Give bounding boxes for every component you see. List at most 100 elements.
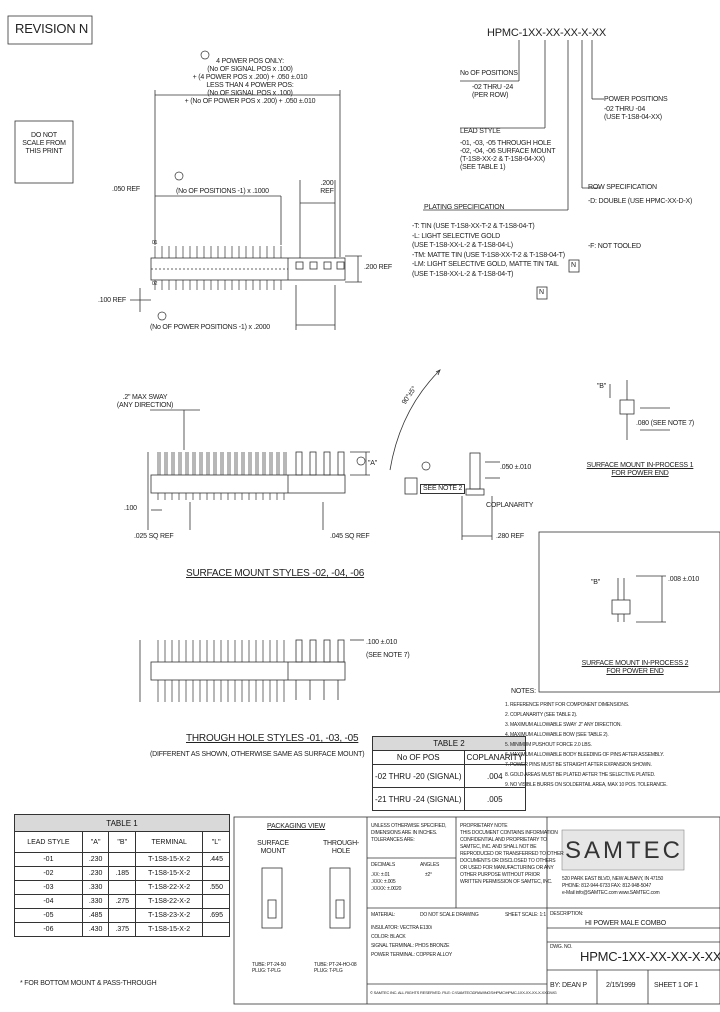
table1-header: TERMINAL bbox=[135, 831, 204, 853]
no-positions-value: -02 THRU -24 (PER ROW) bbox=[472, 84, 514, 99]
table-1: TABLE 1 LEAD STYLE "A" "B" TERMINAL "L" … bbox=[14, 814, 230, 937]
sq-025-ref: .025 SQ REF bbox=[134, 533, 174, 540]
side-view-body bbox=[150, 474, 346, 494]
table1-header: "B" bbox=[108, 831, 137, 853]
power-pitch-dimension: (No OF POWER POSITIONS -1) x .2000 bbox=[150, 324, 271, 331]
material-label: MATERIAL: bbox=[371, 912, 396, 918]
copyright: © SAMTEC INC. ALL RIGHTS RESERVED. FILE:… bbox=[370, 990, 557, 995]
power-positions-label: POWER POSITIONS bbox=[604, 96, 668, 103]
dwg-no: HPMC-1XX-XX-XX-X-XX bbox=[580, 949, 720, 964]
table1-cell: -03 bbox=[14, 880, 83, 895]
process2-dim: .008 ±.010 bbox=[668, 576, 700, 583]
table1-cell bbox=[202, 894, 230, 909]
table1-cell: .275 bbox=[108, 894, 137, 909]
do-not-scale-note: DO NOT SCALE FROM THIS PRINT bbox=[22, 132, 66, 155]
table2-header: No OF POS bbox=[372, 750, 465, 765]
table1-cell: .185 bbox=[108, 866, 137, 881]
notes-title: NOTES: bbox=[511, 688, 536, 695]
lead-style-label: LEAD STYLE bbox=[460, 128, 501, 135]
table2-cell: -21 THRU -24 (SIGNAL) bbox=[372, 787, 465, 811]
table1-cell: T-1S8-15-X-2 bbox=[135, 852, 204, 867]
packaging-title: PACKAGING VIEW bbox=[267, 823, 326, 830]
sheet-number: SHEET 1 OF 1 bbox=[654, 982, 699, 989]
rev-flag-1: N bbox=[571, 262, 576, 269]
table1-cell bbox=[108, 908, 137, 923]
table1-cell: T-1S8-23-X-2 bbox=[135, 908, 204, 923]
table1-header: "A" bbox=[81, 831, 110, 853]
packaging-sm-label: SURFACE MOUNT bbox=[257, 840, 289, 855]
ref-280: .280 REF bbox=[496, 533, 524, 540]
description: HI POWER MALE COMBO bbox=[585, 920, 666, 927]
table1-cell: T-1S8-22-X-2 bbox=[135, 894, 204, 909]
material-spec: INSULATOR: VECTRA E130i COLOR: BLACK SIG… bbox=[371, 925, 452, 958]
table2-title: TABLE 2 bbox=[371, 736, 527, 751]
table1-cell: .445 bbox=[202, 852, 230, 867]
table1-cell: T-1S8-15-X-2 bbox=[135, 866, 204, 881]
through-hole-title: THROUGH HOLE STYLES -01, -03, -05 bbox=[186, 733, 359, 744]
table2-cell: -02 THRU -20 (SIGNAL) bbox=[372, 764, 465, 788]
table1-cell: .230 bbox=[81, 866, 110, 881]
table1-footnote: * FOR BOTTOM MOUNT & PASS-THROUGH bbox=[20, 980, 157, 987]
table1-cell: .485 bbox=[81, 908, 110, 923]
part-number-header: HPMC-1XX-XX-XX-X-XX bbox=[487, 27, 607, 39]
dim-050: .050 ±.010 bbox=[500, 464, 532, 471]
table1-cell: .550 bbox=[202, 880, 230, 895]
not-tooled-note: -F: NOT TOOLED bbox=[588, 243, 641, 250]
power-positions-value: -02 THRU -04 (USE T-1S8-04-XX) bbox=[604, 106, 662, 121]
notes-list: 1. REFERENCE PRINT FOR COMPONENT DIMENSI… bbox=[505, 702, 717, 788]
note-item: 4. MAXIMUM ALLOWABLE BOW (SEE TABLE 2). bbox=[505, 732, 609, 738]
sheet-scale: SHEET SCALE: 1:1 bbox=[505, 912, 546, 918]
table1-cell: -05 bbox=[14, 908, 83, 923]
dim-200-ref: .200 REF bbox=[364, 264, 392, 271]
dim-200-top: .200 REF bbox=[320, 180, 334, 195]
note-item: 9. NO VISIBLE BURRS ON SOLDERTAIL AREA, … bbox=[505, 782, 668, 788]
through-dim: .100 ±.010 (SEE NOTE 7) bbox=[366, 639, 410, 659]
row-spec-label: ROW SPECIFICATION bbox=[588, 184, 657, 191]
tolerance-angle-value: ±2° bbox=[425, 872, 432, 878]
note-item: 7. POWER PINS MUST BE STRAIGHT AFTER EXP… bbox=[505, 762, 652, 768]
revision-box bbox=[7, 15, 93, 45]
length-formula: 4 POWER POS ONLY: (No OF SIGNAL POS x .1… bbox=[184, 58, 316, 105]
table2-cell: .005 bbox=[463, 787, 527, 811]
table-2: TABLE 2 No OF POS COPLANARITY -02 THRU -… bbox=[371, 736, 527, 811]
table1-header: "L" bbox=[202, 831, 230, 853]
pitch-dimension: (No OF POSITIONS -1) x .1000 bbox=[176, 188, 269, 195]
table1-cell bbox=[108, 852, 137, 867]
samtec-address: 520 PARK EAST BLVD, NEW ALBANY, IN 47150… bbox=[562, 876, 664, 896]
table1-cell bbox=[108, 880, 137, 895]
do-not-scale-box bbox=[14, 120, 74, 184]
proprietary-note: PROPRIETARY NOTE THIS DOCUMENT CONTAINS … bbox=[460, 823, 564, 885]
through-hole-subtitle: (DIFFERENT AS SHOWN, OTHERWISE SAME AS S… bbox=[150, 751, 365, 758]
plating-value: -T: TIN (USE T-1S8-XX-T-2 & T-1S8-04-T) … bbox=[412, 223, 565, 278]
tolerance-header: UNLESS OTHERWISE SPECIFIED, DIMENSIONS A… bbox=[371, 823, 447, 843]
note-item: 2. COPLANARITY (SEE TABLE 2). bbox=[505, 712, 578, 718]
pin-2-label: 02 bbox=[152, 281, 158, 287]
do-not-scale-drawing: DO NOT SCALE DRAWING bbox=[420, 912, 479, 918]
table1-cell: T-1S8-15-X-2 bbox=[135, 922, 204, 937]
tolerance-decimals-label: DECIMALS bbox=[371, 862, 395, 868]
process1-b-label: "B" bbox=[597, 383, 607, 390]
process2-b-label: "B" bbox=[591, 579, 601, 586]
process1-title: SURFACE MOUNT IN-PROCESS 1 FOR POWER END bbox=[586, 462, 694, 477]
table1-cell: .430 bbox=[81, 922, 110, 937]
table1-cell: .230 bbox=[81, 852, 110, 867]
table1-title: TABLE 1 bbox=[14, 814, 230, 832]
process1-dim: .080 (SEE NOTE 7) bbox=[636, 420, 695, 427]
sway-note: .2" MAX SWAY (ANY DIRECTION) bbox=[116, 394, 174, 409]
table1-cell: -01 bbox=[14, 852, 83, 867]
through-view-body bbox=[150, 661, 346, 681]
rev-flag-2: N bbox=[539, 289, 544, 296]
samtec-logo: SAMTEC bbox=[565, 837, 684, 864]
no-positions-label: No OF POSITIONS bbox=[460, 70, 518, 77]
ref-050: .050 REF bbox=[112, 186, 140, 193]
table1-cell: T-1S8-22-X-2 bbox=[135, 880, 204, 895]
table1-cell bbox=[202, 922, 230, 937]
pin-1-label: 01 bbox=[152, 240, 158, 246]
table1-cell bbox=[202, 866, 230, 881]
table1-cell: .330 bbox=[81, 894, 110, 909]
coplanarity-label: COPLANARITY bbox=[486, 502, 534, 509]
table1-cell: -04 bbox=[14, 894, 83, 909]
note-item: 5. MINIMUM PUSHOUT FORCE 2.0 LBS. bbox=[505, 742, 592, 748]
tolerance-values: .XX: ±.01 .XXX: ±.005 .XXXX: ±.0020 bbox=[371, 872, 402, 892]
note-item: 1. REFERENCE PRINT FOR COMPONENT DIMENSI… bbox=[505, 702, 630, 708]
